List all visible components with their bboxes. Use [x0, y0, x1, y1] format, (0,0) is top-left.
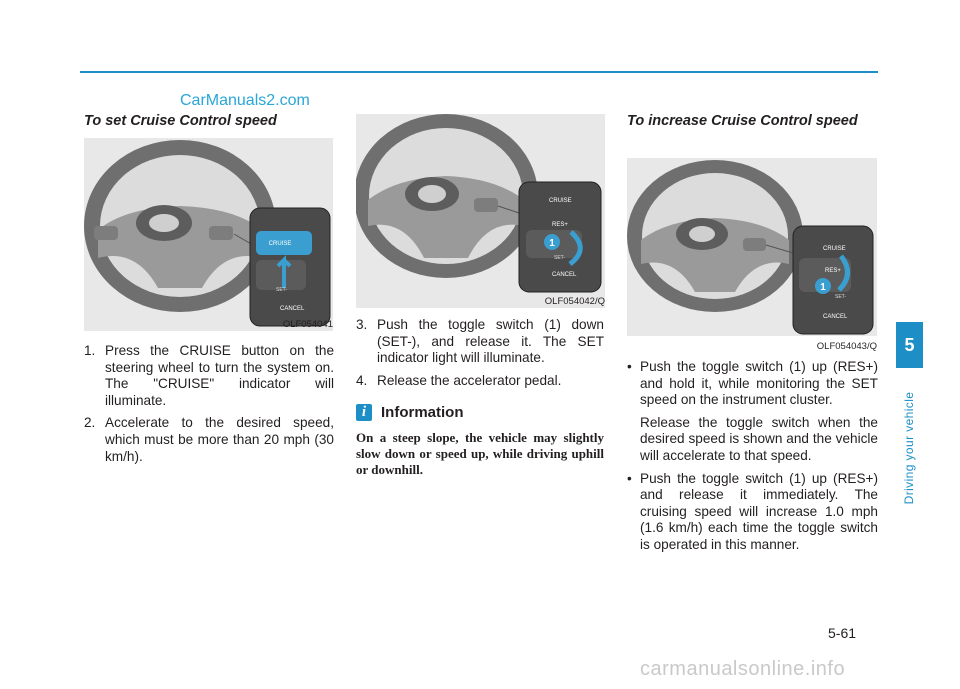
watermark-bottom[interactable]: carmanualsonline.info — [640, 658, 846, 680]
steering-wheel-illustration: CRUISE RES+ 1 SET- CANCEL — [356, 114, 605, 308]
left-steps: 1. Press the CRUISE button on the steeri… — [84, 343, 334, 471]
step-text: Release the accelerator pedal. — [377, 372, 562, 388]
step-number: 4. — [356, 372, 368, 388]
label-cruise: CRUISE — [549, 198, 572, 204]
label-cancel: CANCEL — [823, 314, 848, 320]
step-text: Press the CRUISE button on the steering … — [105, 343, 334, 408]
figure-set-toggle: CRUISE RES+ 1 SET- CANCEL — [356, 114, 605, 308]
left-heading: To set Cruise Control speed — [84, 113, 277, 129]
label-cancel: CANCEL — [552, 272, 577, 278]
label-cruise: CRUISE — [823, 246, 846, 252]
step-item: 3. Push the toggle switch (1) down (SET-… — [356, 317, 604, 367]
right-bullets: • Push the toggle switch (1) up (RES+) a… — [627, 359, 878, 560]
middle-steps: 3. Push the toggle switch (1) down (SET-… — [356, 317, 604, 395]
step-number: 1. — [84, 343, 96, 358]
step-number: 2. — [84, 415, 96, 431]
bullet-dot: • — [627, 470, 632, 486]
label-cruise: CRUISE — [269, 241, 292, 247]
page-number: 5-61 — [828, 625, 857, 641]
figure-set-speed: CRUISE SET- CANCEL — [84, 138, 333, 331]
steering-wheel-illustration: CRUISE SET- CANCEL — [84, 138, 333, 331]
marker-1: 1 — [820, 282, 826, 293]
step-text: Push the toggle switch (1) down (SET-), … — [377, 317, 604, 366]
watermark-top[interactable]: CarManuals2.com — [180, 92, 310, 109]
figure-caption: OLF054042/Q — [544, 296, 605, 307]
bullet-text: Push the toggle switch (1) up (RES+) and… — [640, 470, 878, 552]
step-item: 4. Release the accelerator pedal. — [356, 373, 604, 390]
bullet-extra-text: Release the toggle switch when the desir… — [640, 414, 878, 463]
label-res: RES+ — [552, 222, 568, 228]
label-set: SET- — [835, 294, 846, 300]
marker-1: 1 — [549, 238, 555, 249]
top-rule — [80, 71, 878, 73]
step-item: 2. Accelerate to the desired speed, whic… — [84, 415, 334, 465]
information-title: Information — [381, 404, 464, 421]
bullet-item: • Push the toggle switch (1) up (RES+) a… — [627, 359, 878, 465]
label-res: RES+ — [825, 268, 841, 274]
figure-caption: OLF054043/Q — [816, 341, 877, 352]
information-header: i Information — [356, 404, 464, 421]
bullet-text: Push the toggle switch (1) up (RES+) and… — [640, 359, 878, 408]
step-number: 3. — [356, 317, 368, 332]
step-item: 1. Press the CRUISE button on the steeri… — [84, 343, 334, 409]
figure-increase-speed: CRUISE RES+ 1 SET- CANCEL — [627, 158, 877, 336]
label-cancel: CANCEL — [280, 306, 305, 312]
label-set: SET- — [554, 255, 565, 261]
bullet-item: • Push the toggle switch (1) up (RES+) a… — [627, 471, 878, 554]
bullet-dot: • — [627, 359, 632, 374]
right-heading: To increase Cruise Control speed — [627, 113, 858, 129]
label-set: SET- — [276, 287, 287, 293]
chapter-title: Driving your vehicle — [902, 391, 916, 505]
information-text: On a steep slope, the vehicle may slight… — [356, 430, 604, 478]
chapter-number-tab: 5 — [896, 322, 923, 368]
steering-wheel-illustration: CRUISE RES+ 1 SET- CANCEL — [627, 158, 877, 336]
info-icon: i — [356, 404, 372, 421]
step-text: Accelerate to the desired speed, which m… — [105, 415, 334, 464]
figure-caption: OLF054041 — [282, 319, 333, 330]
